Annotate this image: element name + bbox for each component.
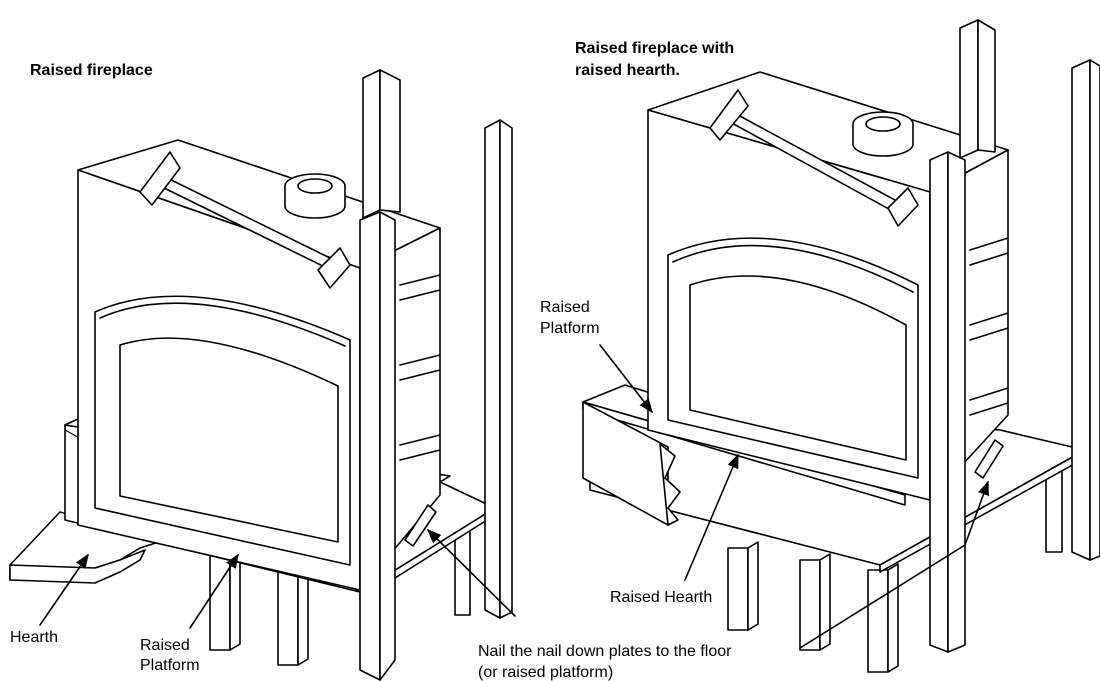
label-right-raised-platform-line1: Raised bbox=[540, 299, 590, 316]
left-fireplace-drawing bbox=[9, 69, 513, 681]
label-left-raised-platform-line1: Raised bbox=[140, 637, 190, 654]
right-figure-title-line2: raised hearth. bbox=[575, 62, 680, 79]
leader-lines bbox=[39, 344, 989, 649]
arrow-hearth bbox=[39, 553, 89, 626]
label-raised-hearth: Raised Hearth bbox=[610, 589, 712, 606]
label-right-raised-platform-line2: Platform bbox=[540, 320, 600, 337]
right-fireplace-drawing bbox=[582, 19, 1100, 673]
right-fireplace-body bbox=[647, 71, 1009, 501]
arrow-right-raised-platform bbox=[599, 344, 653, 414]
label-hearth: Hearth bbox=[10, 629, 58, 646]
label-left-raised-platform-line2: Platform bbox=[140, 657, 200, 674]
right-studs bbox=[929, 19, 1100, 653]
arrow-raised-hearth bbox=[684, 453, 739, 581]
right-figure-title-line1: Raised fireplace with bbox=[575, 40, 734, 57]
note-line2: (or raised platform) bbox=[478, 664, 613, 681]
left-side-framing bbox=[399, 274, 441, 547]
note-line1: Nail the nail down plates to the floor bbox=[478, 643, 732, 660]
left-studs bbox=[359, 69, 513, 681]
leader-note-right bbox=[799, 544, 966, 649]
left-figure-title: Raised fireplace bbox=[30, 62, 153, 79]
arrow-left-nail-plate bbox=[426, 528, 516, 617]
right-side-framing bbox=[969, 237, 1009, 479]
arrow-right-nail-plate bbox=[964, 480, 989, 546]
arrow-left-raised-platform bbox=[189, 553, 239, 629]
